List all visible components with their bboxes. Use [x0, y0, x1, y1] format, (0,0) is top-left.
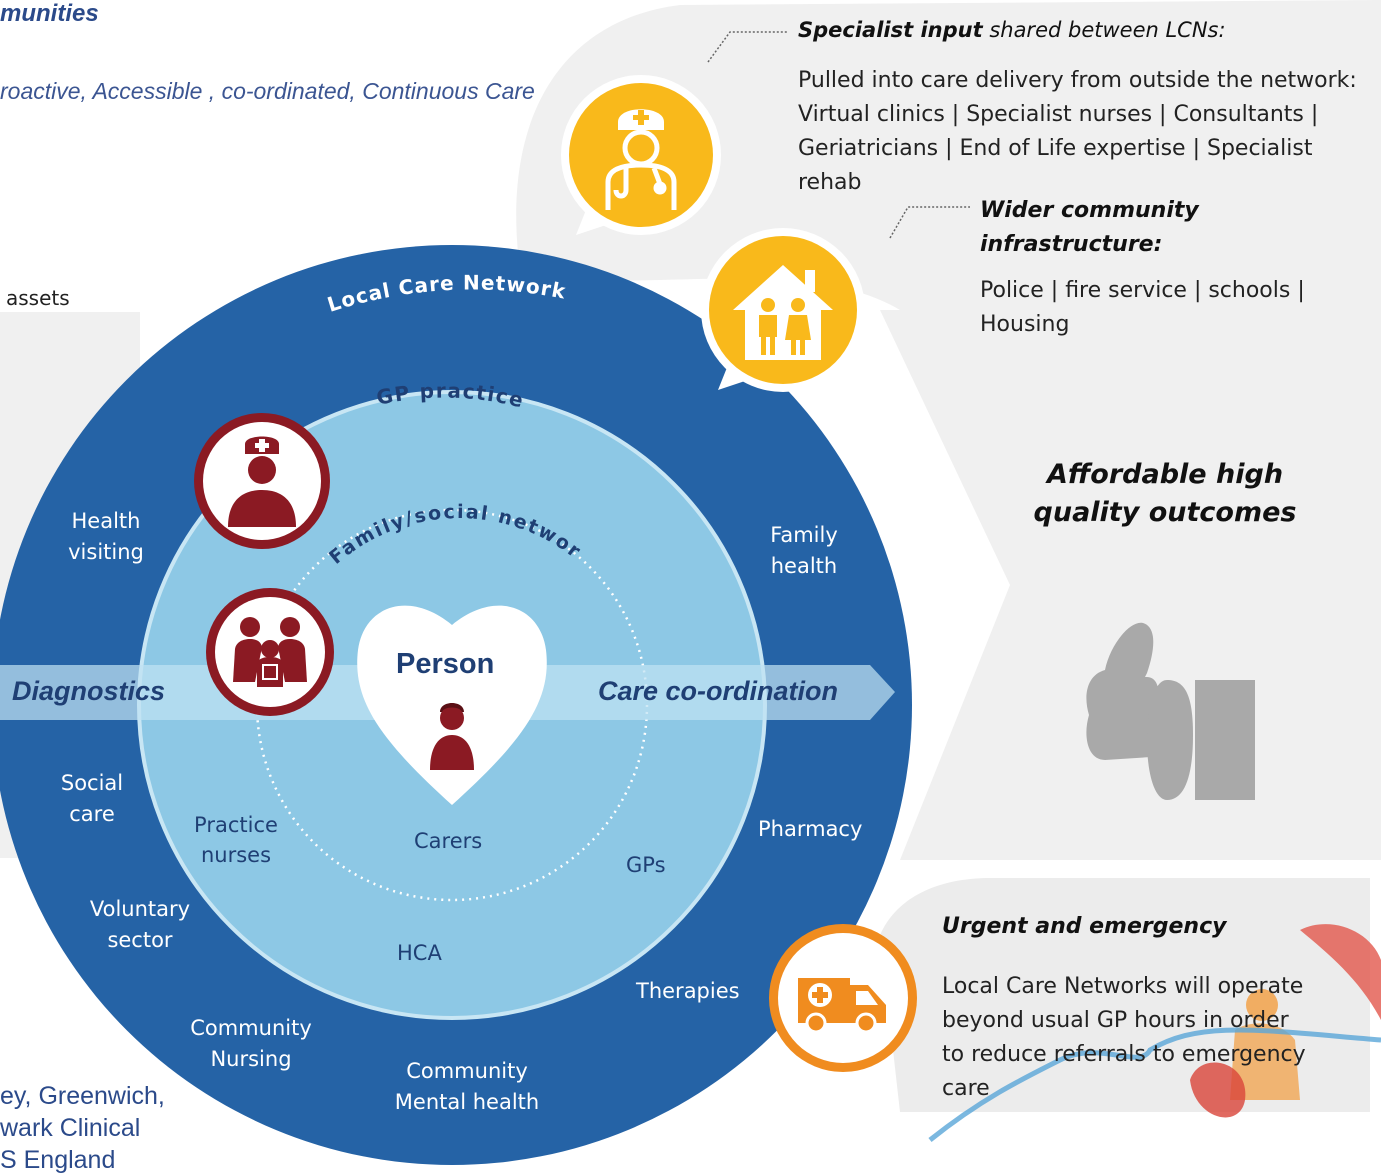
- family-health-label: Family health: [770, 523, 838, 578]
- outcomes-panel-bg: [0, 310, 1381, 860]
- page-title-fragment: munities: [0, 0, 99, 27]
- decor-red-blob: [1190, 1062, 1246, 1118]
- decor-figure-body: [1230, 1023, 1300, 1100]
- family-icon: [205, 587, 335, 717]
- person-label: Person: [396, 648, 495, 680]
- page-subtitle-fragment: roactive, Accessible , co-ordinated, Con…: [0, 78, 535, 104]
- decor-blue-ribbon: [928, 1027, 1381, 1142]
- specialist-heading: Specialist input shared between LCNs:: [798, 18, 1226, 42]
- health-visiting-label: Health visiting: [68, 509, 144, 564]
- care-coordination-label: Care co-ordination: [598, 676, 839, 706]
- specialist-panel-bg: [516, 0, 1381, 310]
- community-body: Police | fire service | schools | Housin…: [980, 278, 1305, 337]
- ambulance-icon: [768, 923, 918, 1073]
- social-care-label: Social care: [60, 771, 124, 826]
- urgent-heading: Urgent and emergency: [942, 914, 1227, 939]
- urgent-body: Local Care Networks will operate beyond …: [942, 974, 1306, 1101]
- therapies-label: Therapies: [636, 979, 740, 1003]
- community-leader: [889, 206, 970, 239]
- thumbs-up-icon: [1075, 615, 1265, 805]
- decor-figure-head: [1246, 989, 1278, 1021]
- diagnostics-label: Diagnostics: [12, 676, 166, 706]
- gps-label: GPs: [626, 853, 666, 877]
- hca-label: HCA: [397, 941, 442, 965]
- community-mental-health-label: Community Mental health: [394, 1059, 540, 1114]
- community-heading: Wider community infrastructure:: [980, 198, 1199, 257]
- community-nursing-label: Community Nursing: [190, 1016, 312, 1071]
- specialist-body: Pulled into care delivery from outside t…: [798, 68, 1357, 195]
- pharmacy-label: Pharmacy: [758, 817, 863, 841]
- specialist-leader: [707, 31, 788, 63]
- decor-red-swoosh: [1300, 924, 1381, 1020]
- house-family-icon: [693, 225, 873, 405]
- doctor-icon: [556, 70, 726, 240]
- ccg-logo-text: ey, Greenwich, wark Clinical S England: [0, 1082, 165, 1174]
- carers-label: Carers: [414, 829, 483, 853]
- assets-fragment: assets: [6, 286, 70, 310]
- practice-nurses-label: Practice nurses: [194, 813, 278, 867]
- nurse-icon: [193, 412, 331, 550]
- outcomes-text: Affordable high quality outcomes: [1033, 459, 1297, 528]
- person-icon: [430, 703, 474, 770]
- voluntary-sector-label: Voluntary sector: [89, 897, 191, 952]
